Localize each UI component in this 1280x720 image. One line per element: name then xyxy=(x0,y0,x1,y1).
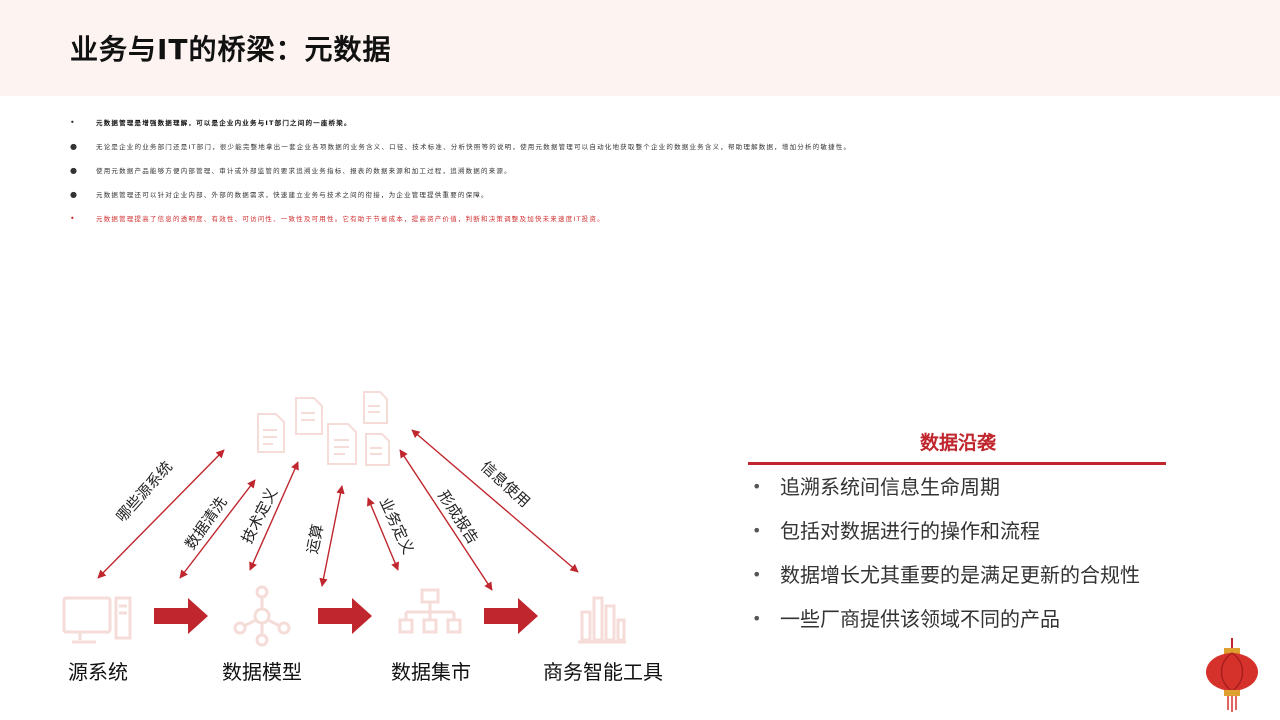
list-item-text: 数据增长尤其重要的是满足更新的合规性 xyxy=(780,563,1140,587)
bullet-marker: • xyxy=(70,214,75,223)
lineage-arrow xyxy=(97,449,225,579)
list-item: • 包括对数据进行的操作和流程 xyxy=(752,516,1232,560)
flow-arrow xyxy=(484,598,538,634)
bullet-marker: • xyxy=(752,609,762,628)
lineage-arrow xyxy=(179,479,256,579)
node-label: 源系统 xyxy=(68,660,128,684)
list-item-text: 追溯系统间信息生命周期 xyxy=(780,475,1000,499)
lineage-arrow xyxy=(249,461,299,571)
document-icon xyxy=(365,433,390,466)
bullet-marker: • xyxy=(752,477,762,496)
intro-bullet: ● 无论是企业的业务部门还是IT部门，很少能完整地拿出一套企业各项数据的业务含义… xyxy=(70,142,1220,166)
lineage-arrow xyxy=(319,485,345,587)
header-band xyxy=(0,0,1280,96)
node-label: 数据集市 xyxy=(391,660,471,684)
intro-bullet: • 元数据管理是增强数据理解，可以是企业内业务与IT部门之间的一座桥梁。 xyxy=(70,118,1220,142)
lantern-icon xyxy=(1206,638,1258,712)
bullet-marker: • xyxy=(752,521,762,540)
hierarchy-icon xyxy=(398,588,462,634)
page-title: 业务与IT的桥梁：元数据 xyxy=(70,33,392,66)
arrow-label: 业务定义 xyxy=(376,495,418,557)
bullet-marker: ● xyxy=(70,142,77,151)
list-item: • 追溯系统间信息生命周期 xyxy=(752,472,1232,516)
document-icons-cluster xyxy=(257,391,390,466)
network-icon xyxy=(233,585,291,647)
document-icon xyxy=(327,423,357,465)
arrow-label: 信息使用 xyxy=(477,458,534,512)
bullet-marker: ● xyxy=(70,190,77,199)
intro-bullet: ● 使用元数据产品能够方便内部管理、审计或外部监管的要求追溯业务指标、报表的数据… xyxy=(70,166,1220,190)
document-icon xyxy=(363,391,388,424)
monitor-icon xyxy=(62,596,132,644)
lineage-arrow xyxy=(367,497,399,571)
intro-bullet-text: 元数据管理提高了信息的透明度、有效性、可访问性、一致性及可用性。它有助于节省成本… xyxy=(96,215,605,223)
list-item: • 数据增长尤其重要的是满足更新的合规性 xyxy=(752,560,1232,604)
intro-bullet-text: 元数据管理还可以针对企业内部、外部的数据需求，快速建立业务与技术之间的衔接，为企… xyxy=(96,191,489,199)
bullet-marker: ● xyxy=(70,166,77,175)
bullet-marker: • xyxy=(70,118,75,127)
intro-bullet-text: 元数据管理是增强数据理解，可以是企业内业务与IT部门之间的一座桥梁。 xyxy=(96,119,352,127)
intro-bullet: ● 元数据管理还可以针对企业内部、外部的数据需求，快速建立业务与技术之间的衔接，… xyxy=(70,190,1220,214)
intro-bullet-list: • 元数据管理是增强数据理解，可以是企业内业务与IT部门之间的一座桥梁。 ● 无… xyxy=(70,118,1220,238)
arrow-label: 运算 xyxy=(303,522,327,555)
intro-bullet-text: 使用元数据产品能够方便内部管理、审计或外部监管的要求追溯业务指标、报表的数据来源… xyxy=(96,167,512,175)
panel-list: • 追溯系统间信息生命周期 • 包括对数据进行的操作和流程 • 数据增长尤其重要的是满… xyxy=(752,472,1232,648)
flow-arrow xyxy=(154,598,208,634)
list-item: • 一些厂商提供该领域不同的产品 xyxy=(752,604,1232,648)
arrow-label: 哪些源系统 xyxy=(112,458,176,526)
document-icon xyxy=(257,413,285,453)
lineage-arrow xyxy=(411,429,579,573)
panel-title: 数据沿袭 xyxy=(919,432,996,454)
bullet-marker: • xyxy=(752,565,762,584)
panel-divider xyxy=(748,462,1166,465)
flow-arrow xyxy=(318,598,372,634)
node-label: 数据模型 xyxy=(222,660,302,684)
intro-bullet: • 元数据管理提高了信息的透明度、有效性、可访问性、一致性及可用性。它有助于节省… xyxy=(70,214,1220,238)
list-item-text: 包括对数据进行的操作和流程 xyxy=(780,519,1040,543)
metadata-flow-diagram: 哪些源系统 数据清洗 技术定义 运算 业务定义 形成报告 信息使用 源系统 数据… xyxy=(62,391,663,684)
intro-bullet-text: 无论是企业的业务部门还是IT部门，很少能完整地拿出一套企业各项数据的业务含义、口… xyxy=(96,143,852,151)
list-item-text: 一些厂商提供该领域不同的产品 xyxy=(780,607,1060,631)
bar-chart-icon xyxy=(578,596,626,644)
node-label: 商务智能工具 xyxy=(543,660,663,684)
document-icon xyxy=(295,397,323,435)
